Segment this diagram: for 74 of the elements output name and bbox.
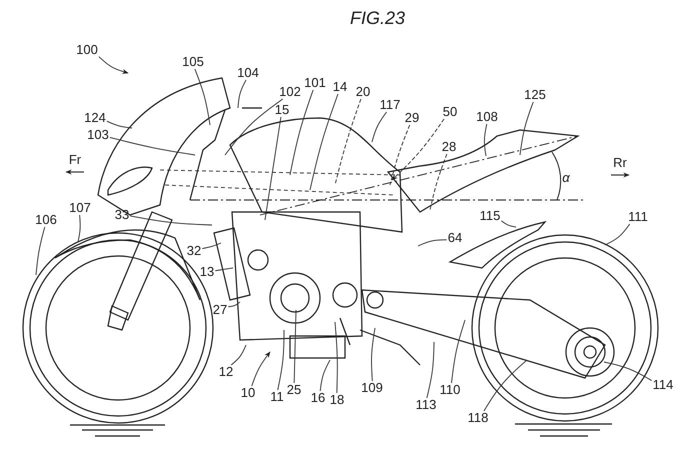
callout-number: 102 (279, 85, 301, 99)
leader-line (228, 302, 240, 308)
callout-number: 28 (442, 140, 456, 154)
leader-line (483, 360, 528, 412)
leader-line (372, 112, 388, 142)
leader-line (451, 320, 466, 384)
leader-line (334, 322, 338, 394)
leader-line (294, 310, 296, 384)
leader-line (371, 328, 376, 382)
callout-number: 33 (114, 208, 130, 222)
direction-label: Fr (68, 153, 82, 167)
callout-number: 105 (182, 55, 204, 69)
leader-line (430, 154, 448, 210)
callout-number: 110 (440, 383, 460, 397)
callout-number: 100 (76, 43, 98, 57)
leader-line (310, 94, 338, 190)
callout-number: 18 (330, 393, 344, 407)
callout-number: 125 (524, 88, 546, 102)
callout-number: 115 (480, 209, 500, 223)
callout-number: 117 (380, 98, 400, 112)
callout-number: 10 (240, 386, 256, 400)
callout-number: 50 (442, 105, 458, 119)
leader-line (238, 80, 246, 108)
leader-line (78, 214, 81, 242)
callout-number: 109 (361, 381, 383, 395)
callout-number: 108 (476, 110, 498, 124)
callout-number: 114 (652, 378, 674, 392)
callout-number: 20 (356, 85, 370, 99)
figure-title: FIG.23 (350, 8, 406, 28)
leader-line (390, 124, 410, 186)
callout-number: 32 (186, 244, 202, 258)
leader-arrow (98, 56, 129, 74)
leader-line (224, 98, 284, 156)
callout-number: 124 (84, 111, 106, 125)
leader-line (214, 268, 234, 272)
leader-line (202, 242, 222, 249)
leader-line (484, 124, 488, 156)
leader-line (194, 68, 210, 126)
callout-number: 11 (270, 390, 284, 404)
callout-number: 13 (200, 265, 214, 279)
leader-line (264, 116, 282, 220)
leader-line (500, 220, 516, 228)
callout-number: 111 (628, 210, 648, 224)
callout-number: 101 (304, 76, 326, 90)
callout-number: 25 (286, 383, 302, 397)
callout-number: 27 (212, 303, 228, 317)
callout-number: 64 (448, 231, 462, 245)
leader-line (418, 239, 448, 246)
leader-arrow (251, 352, 270, 386)
leader-line (426, 342, 434, 398)
callout-number: 16 (310, 391, 326, 405)
callout-number: 15 (274, 103, 290, 117)
leader-line (277, 330, 284, 390)
callout-number: 103 (87, 128, 109, 142)
leader-line (106, 120, 132, 128)
callout-number: 104 (237, 66, 259, 80)
leader-arrow (392, 118, 444, 180)
callout-number: 118 (468, 411, 488, 425)
callout-number: 12 (218, 365, 234, 379)
callout-number: 29 (404, 111, 420, 125)
leader-line (334, 98, 362, 186)
callout-number: 14 (332, 80, 348, 94)
angle-label: α (562, 171, 570, 185)
leader-line (520, 102, 534, 156)
leader-line (604, 224, 630, 246)
leader-line (230, 344, 246, 366)
callout-number: 106 (35, 213, 57, 227)
leader-line (290, 90, 314, 176)
leader-line (109, 137, 196, 156)
callout-number: 113 (416, 398, 436, 412)
leader-line (36, 226, 46, 276)
direction-label: Rr (613, 156, 627, 170)
callout-number: 107 (69, 201, 91, 215)
leader-line (320, 360, 330, 392)
